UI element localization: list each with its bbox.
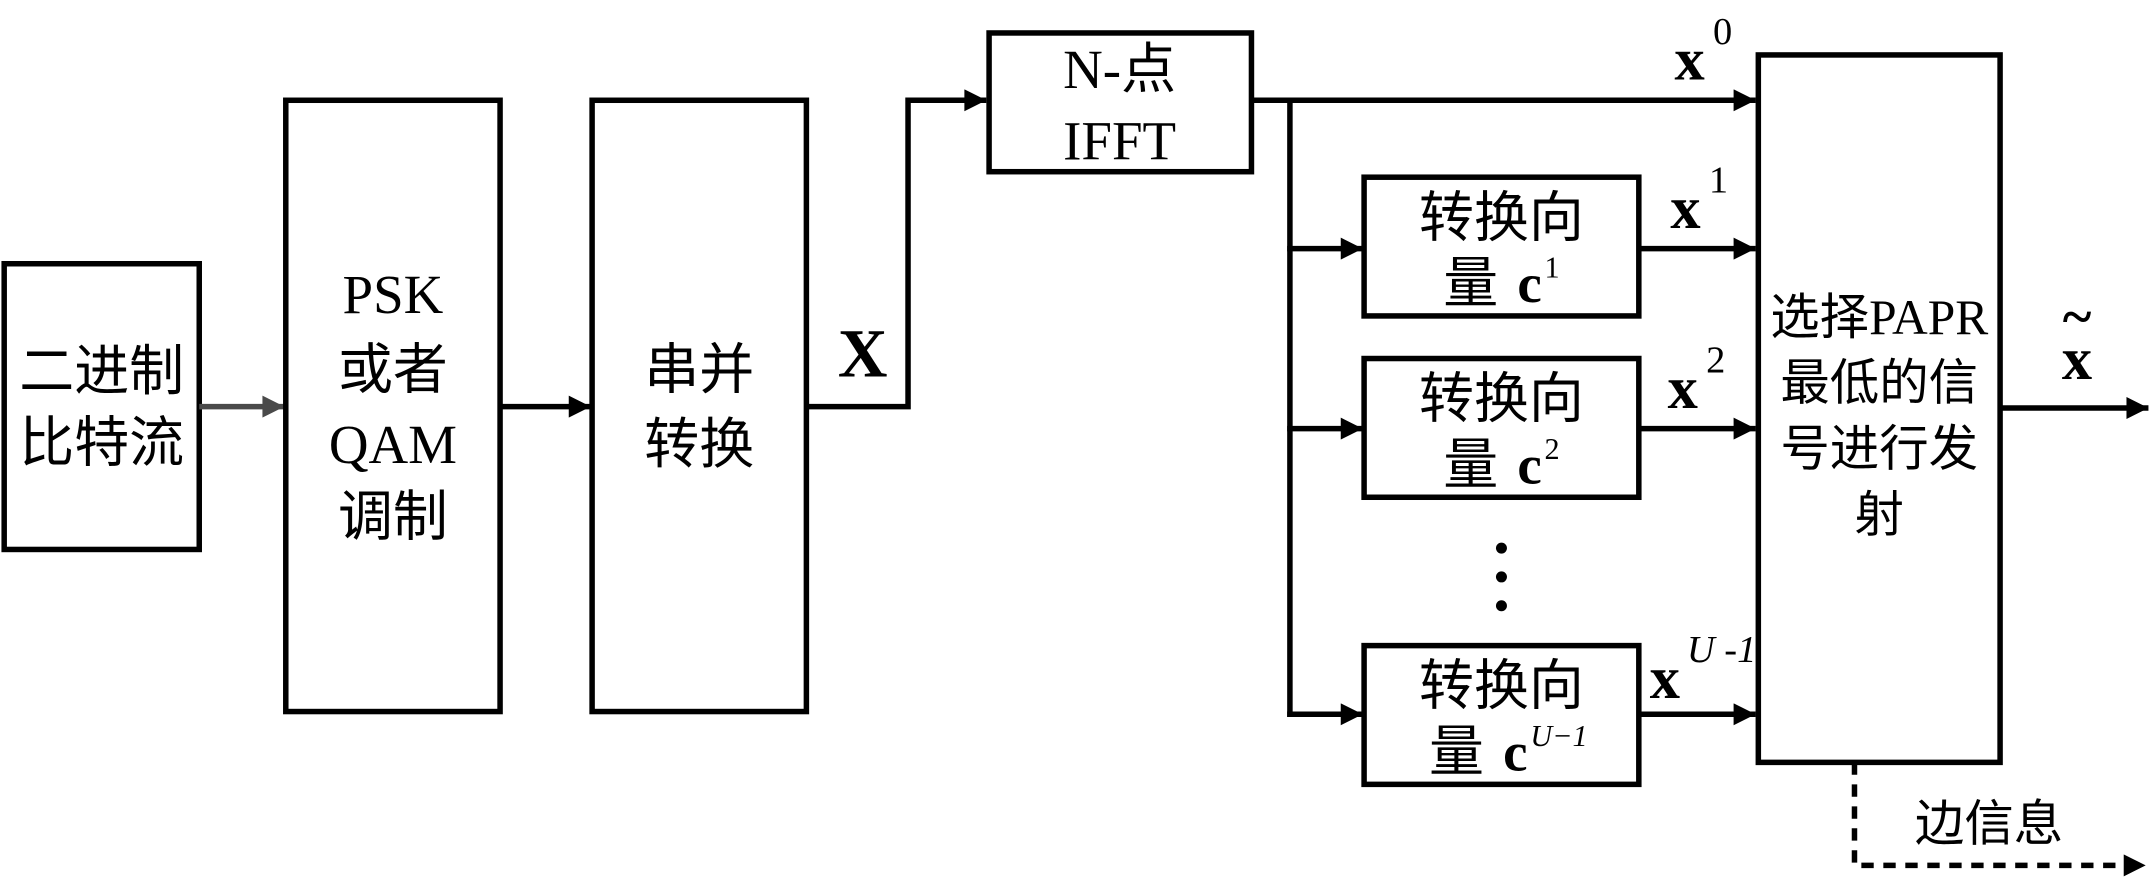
- arrow-side-info-dashed: [1851, 762, 2146, 877]
- transform-u-prefix: 量: [1429, 722, 1484, 783]
- transform-1-prefix: 量: [1443, 253, 1498, 314]
- final-output-symbol: x: [2062, 326, 2092, 393]
- output-label-x0: x 0: [1675, 11, 1733, 94]
- transform-2-sup: 2: [1545, 432, 1560, 466]
- modulator-label-line2: 或者: [338, 340, 448, 401]
- papr-selector-box: [1755, 52, 2003, 766]
- ifft-label-line1: N-点: [1063, 39, 1176, 100]
- output-symbol-x0: x: [1675, 27, 1705, 94]
- ellipsis-dot: [1495, 571, 1507, 583]
- output-label-xu: x U -1: [1650, 629, 1757, 712]
- selector-label-line1: 选择PAPR: [1770, 290, 1988, 345]
- output-sup-xu: U -1: [1687, 629, 1756, 671]
- modulator-label-line4: 调制: [338, 487, 448, 548]
- serial-parallel-box: [589, 97, 810, 715]
- papr-selector-block: 选择PAPR 最低的信 号进行发 射: [1755, 52, 2003, 766]
- transform-2-label-line1: 转换向: [1419, 369, 1584, 430]
- modulator-label-line1: PSK: [343, 264, 444, 325]
- serial-parallel-block: 串并 转换: [589, 97, 810, 715]
- transform-u-label-line1: 转换向: [1419, 656, 1584, 717]
- final-output-label: ~ x: [2062, 286, 2092, 393]
- transform-box-1: [1361, 174, 1642, 319]
- transform-box-2: [1361, 355, 1642, 501]
- ellipsis-dot: [1495, 600, 1507, 612]
- transform-1-sup: 1: [1545, 250, 1560, 284]
- transform-u-sup: U−1: [1530, 719, 1587, 753]
- output-label-x1: x 1: [1670, 159, 1728, 242]
- transform-2-vector: c: [1517, 435, 1541, 496]
- transform-u-vector: c: [1503, 722, 1527, 783]
- side-info-label: 边信息: [1915, 797, 2063, 852]
- vertical-ellipsis-dots: [1495, 542, 1507, 612]
- transform-1-vector: c: [1517, 253, 1541, 314]
- selector-label-line4: 射: [1854, 488, 1903, 543]
- binary-source-box: [1, 260, 202, 553]
- binary-source-label-line1: 二进制: [19, 341, 184, 402]
- output-symbol-x2: x: [1668, 355, 1698, 422]
- output-label-x2: x 2: [1668, 339, 1726, 422]
- transform-1-label-line1: 转换向: [1419, 187, 1584, 248]
- arrow-sp-to-ifft: [806, 89, 987, 410]
- final-output-tilde: ~: [2063, 286, 2092, 347]
- ifft-label-line2: IFFT: [1063, 110, 1176, 171]
- ellipsis-dot: [1495, 542, 1507, 554]
- ifft-block: N-点 IFFT: [986, 30, 1255, 175]
- output-sup-x2: 2: [1706, 339, 1725, 381]
- modulator-block: PSK 或者 QAM 调制: [283, 97, 503, 715]
- serial-parallel-label-line1: 串并: [644, 340, 754, 401]
- output-symbol-x1: x: [1670, 175, 1700, 242]
- selector-label-line3: 号进行发: [1780, 422, 1978, 477]
- transform-2-prefix: 量: [1443, 435, 1498, 496]
- output-sup-x1: 1: [1709, 159, 1728, 201]
- serial-parallel-label-line2: 转换: [644, 414, 754, 475]
- binary-source-label-line2: 比特流: [19, 413, 184, 474]
- signal-X-label: X: [838, 315, 888, 391]
- modulator-box: [283, 97, 503, 715]
- binary-source-block: 二进制 比特流: [1, 260, 202, 553]
- output-symbol-xu: x: [1650, 645, 1680, 712]
- modulator-label-line3: QAM: [329, 414, 457, 475]
- selector-label-line2: 最低的信: [1780, 356, 1978, 411]
- output-sup-x0: 0: [1713, 11, 1732, 53]
